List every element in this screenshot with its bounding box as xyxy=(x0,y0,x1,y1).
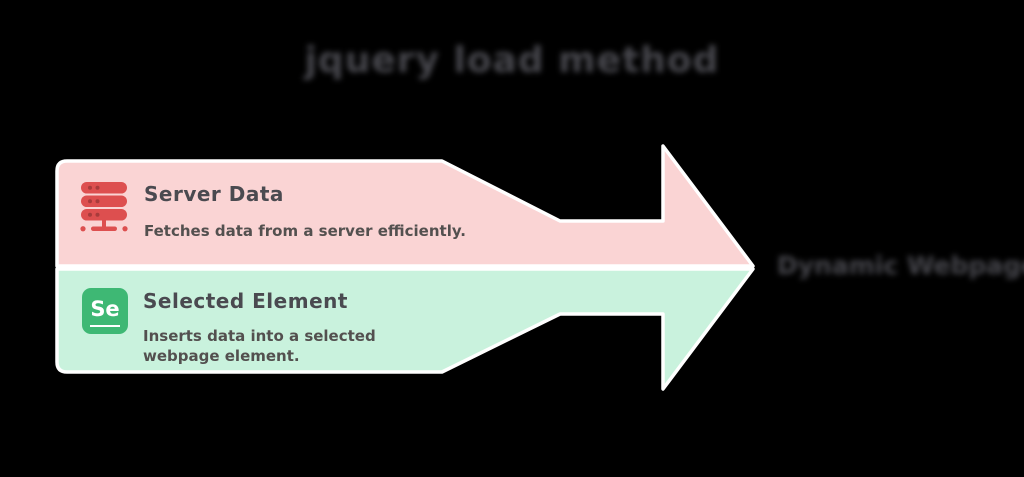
result-label: Dynamic Webpage xyxy=(777,251,1024,280)
se-element-icon: Se xyxy=(82,288,128,334)
flow-item-description-selected-element: Inserts data into a selected webpage ele… xyxy=(143,327,376,366)
flow-item-title-selected-element: Selected Element xyxy=(143,289,348,313)
flow-item-description-server-data: Fetches data from a server efficiently. xyxy=(144,222,466,240)
server-icon xyxy=(79,182,129,238)
arrow-bottom-band-shape xyxy=(55,267,755,391)
se-icon-text: Se xyxy=(90,299,120,327)
flow-item-server-data: Server Data Fetches data from a server e… xyxy=(79,182,466,241)
arrow-top-band-shape xyxy=(55,144,755,268)
flow-item-selected-element: Se Selected Element Inserts data into a … xyxy=(82,288,435,367)
flow-item-title-server-data: Server Data xyxy=(144,182,284,206)
diagram-title: jquery load method xyxy=(304,40,720,81)
